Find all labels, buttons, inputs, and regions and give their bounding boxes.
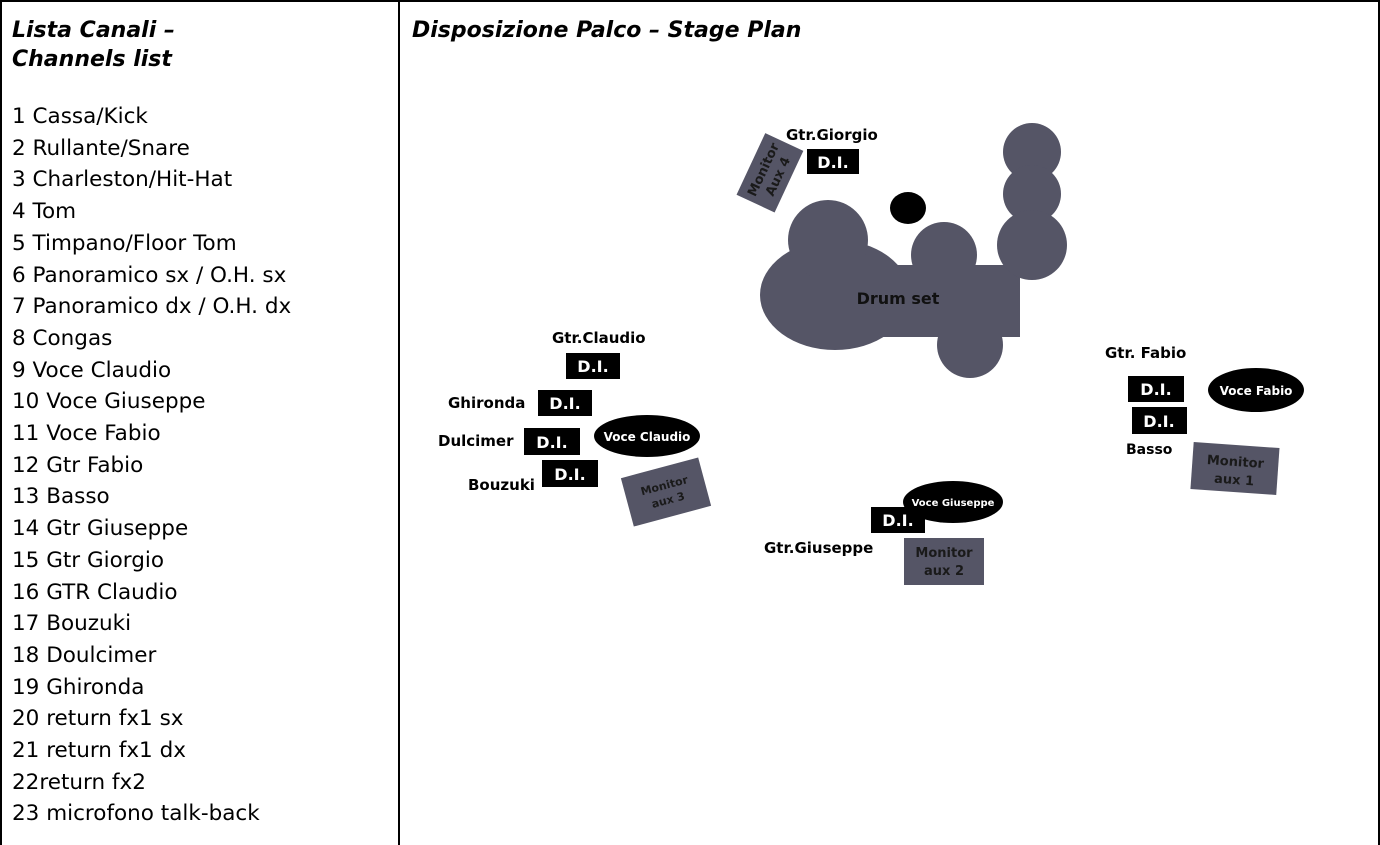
channel-list: 1 Cassa/Kick 2 Rullante/Snare 3 Charleston… — [12, 101, 392, 830]
channel-item: 3 Charleston/Hit-Hat — [12, 167, 233, 193]
monitor-aux1-line1: Monitor — [1206, 453, 1265, 472]
channel-item: 11 Voce Fabio — [12, 421, 161, 447]
di-box-bouzuki — [542, 460, 598, 487]
di-label-basso: D.I. — [1143, 412, 1174, 431]
channels-header-line1: Lista Canali – — [12, 18, 175, 43]
channel-item: 4 Tom — [12, 199, 77, 225]
basso-label: Basso — [1126, 442, 1173, 458]
channel-item: 6 Panoramico sx / O.H. sx — [12, 262, 287, 288]
voce-claudio-mic — [594, 415, 700, 457]
channel-item: 12 Gtr Fabio — [12, 452, 144, 478]
di-box-fabio — [1128, 376, 1184, 402]
channel-item: 15 Gtr Giorgio — [12, 547, 164, 573]
drum-throne — [890, 192, 926, 224]
di-box-giuseppe — [871, 507, 925, 533]
channel-item: 23 microfono talk-back — [12, 801, 260, 827]
di-box-giorgio — [807, 149, 859, 174]
monitor-aux1-line2: aux 1 — [1214, 472, 1255, 490]
di-label-giuseppe: D.I. — [882, 511, 913, 530]
di-label-ghironda: D.I. — [549, 394, 580, 413]
channel-item: 8 Congas — [12, 325, 113, 351]
drum-riser — [810, 265, 1020, 337]
di-label-dulcimer: D.I. — [536, 433, 567, 452]
monitor-aux1: Monitor aux 1 — [1190, 442, 1280, 495]
di-label-fabio: D.I. — [1140, 380, 1171, 399]
channel-item: 20 return fx1 sx — [12, 706, 184, 732]
column-divider — [398, 0, 400, 845]
bouzuki-label: Bouzuki — [468, 476, 535, 494]
channel-item: 13 Basso — [12, 484, 110, 510]
channel-item: 10 Voce Giuseppe — [12, 389, 206, 415]
drum-tom-left — [788, 200, 868, 280]
monitor-aux1-box — [1190, 442, 1280, 495]
channels-column: Lista Canali – Channels list 1 Cassa/Kic… — [12, 16, 392, 830]
channel-item: 9 Voce Claudio — [12, 357, 172, 383]
channel-item: 2 Rullante/Snare — [12, 135, 190, 161]
di-box-dulcimer — [524, 428, 580, 455]
dulcimer-label: Dulcimer — [438, 432, 514, 450]
gtr-claudio-label: Gtr.Claudio — [552, 329, 646, 347]
di-label-giorgio: D.I. — [817, 153, 848, 172]
monitor-aux3: Monitor aux 3 — [620, 457, 712, 527]
monitor-aux2-line1: Monitor — [915, 546, 973, 561]
drum-set-label: Drum set — [857, 289, 940, 308]
channels-header: Lista Canali – Channels list — [12, 16, 392, 74]
monitor-aux4-box — [736, 133, 804, 213]
voce-giuseppe-mic — [903, 481, 1003, 523]
channel-item: 5 Timpano/Floor Tom — [12, 230, 237, 256]
voce-giuseppe-label: Voce Giuseppe — [912, 498, 995, 509]
monitor-aux2-line2: aux 2 — [924, 564, 964, 579]
channel-item: 18 Doulcimer — [12, 642, 157, 668]
cymbal-mid — [1003, 165, 1061, 223]
gtr-giuseppe-label: Gtr.Giuseppe — [764, 539, 873, 557]
gtr-giorgio-label: Gtr.Giorgio — [786, 126, 878, 144]
voce-claudio-label: Voce Claudio — [604, 430, 691, 444]
channel-item: 7 Panoramico dx / O.H. dx — [12, 294, 292, 320]
table-top-border — [0, 0, 1380, 2]
di-box-basso — [1132, 407, 1187, 434]
drum-set — [760, 123, 1067, 378]
channels-header-line2: Channels list — [12, 47, 172, 72]
di-label-bouzuki: D.I. — [554, 465, 585, 484]
cymbal-top — [1003, 123, 1061, 181]
cymbal-low — [997, 210, 1067, 280]
channel-item: 14 Gtr Giuseppe — [12, 516, 189, 542]
stage-plan-header: Disposizione Palco – Stage Plan — [412, 18, 802, 43]
ghironda-label: Ghironda — [448, 394, 525, 412]
voce-fabio-mic — [1208, 368, 1304, 412]
monitor-aux3-box — [620, 457, 712, 527]
table-left-border — [0, 0, 2, 845]
monitor-aux4: Monitor Aux 4 — [736, 133, 804, 213]
channel-item: 17 Bouzuki — [12, 611, 132, 637]
monitor-aux2-box — [904, 538, 984, 585]
gtr-fabio-label: Gtr. Fabio — [1105, 344, 1186, 362]
channel-item: 19 Ghironda — [12, 674, 145, 700]
table-right-border — [1378, 0, 1380, 845]
channel-item: 21 return fx1 dx — [12, 738, 186, 764]
di-label-claudio: D.I. — [577, 357, 608, 376]
di-box-claudio — [566, 353, 620, 379]
di-box-ghironda — [538, 390, 592, 416]
channel-item: 16 GTR Claudio — [12, 579, 178, 605]
channel-item: 1 Cassa/Kick — [12, 104, 148, 129]
voce-fabio-label: Voce Fabio — [1220, 384, 1293, 398]
channel-item: 22return fx2 — [12, 769, 146, 795]
